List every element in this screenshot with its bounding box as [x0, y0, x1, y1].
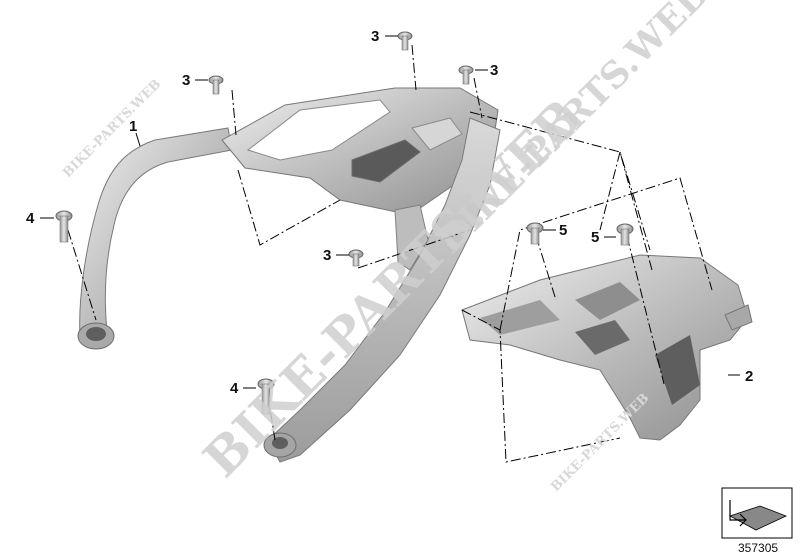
bolt-3-top: [397, 31, 413, 51]
bolt-5-right: [616, 223, 634, 246]
grab-handle-part: [77, 127, 233, 350]
bolt-3-left: [208, 75, 224, 95]
rear-rack-frame-part: [221, 87, 501, 463]
document-number: 357305: [738, 541, 778, 555]
callout-3-middle: 3: [323, 247, 331, 264]
bolt-5-left: [526, 222, 544, 245]
callout-ticks: [40, 35, 740, 389]
bolt-3-right: [458, 65, 474, 85]
callout-5-right: 5: [591, 229, 599, 246]
callout-2: 2: [745, 368, 753, 385]
callout-4-left: 4: [26, 210, 35, 227]
callout-1: 1: [129, 118, 137, 135]
document-symbol-icon: [721, 487, 793, 539]
callout-3-top: 3: [371, 28, 379, 45]
callout-5-left: 5: [559, 222, 567, 239]
callout-3-left: 3: [182, 72, 190, 89]
callout-4-bottom: 4: [230, 380, 239, 397]
mounting-plate-part: [461, 254, 753, 441]
bolt-4-bottom: [257, 378, 275, 415]
callout-3-right: 3: [490, 62, 498, 79]
bolt-3-middle: [348, 249, 364, 267]
watermark-small-bottom-right: BIKE-PARTS.WEB: [548, 391, 652, 495]
bolt-4-left: [55, 210, 73, 243]
